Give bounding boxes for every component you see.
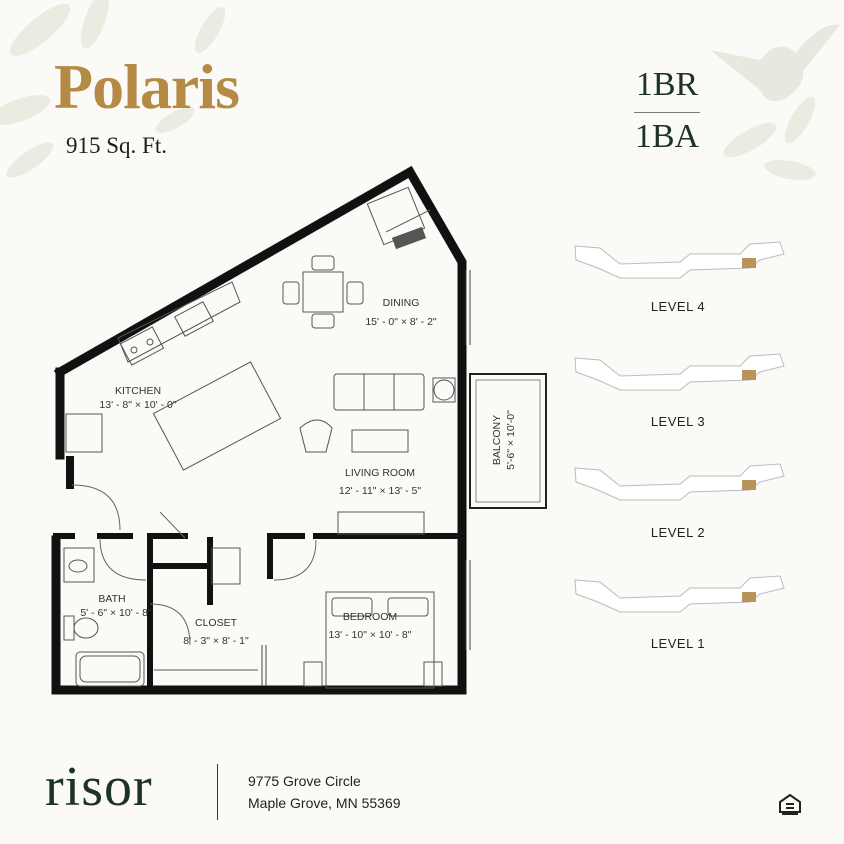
key-plan-level-3 [574, 353, 785, 391]
room-name: DINING [383, 297, 420, 309]
room-dims: 5'-6" × 10'-0" [505, 410, 517, 470]
level-label: LEVEL 2 [650, 525, 706, 540]
room-name: CLOSET [195, 617, 238, 629]
room-dims: 5' - 6" × 10' - 8" [80, 607, 152, 619]
room-name: BALCONY [491, 415, 503, 465]
bathroom-count: 1BA [634, 118, 700, 155]
brand-logo: risor [45, 756, 153, 818]
room-dims: 8' - 3" × 8' - 1" [183, 635, 249, 647]
room-dims: 13' - 8" × 10' - 0" [99, 399, 176, 411]
balcony [469, 373, 547, 509]
kitchen-island [152, 361, 282, 471]
closet-wall [147, 533, 273, 693]
room-name: BEDROOM [343, 611, 397, 623]
leaf-decoration-icon [0, 0, 816, 180]
floor-plan: DINING 15' - 0" × 8' - 2" KITCHEN 13' - … [51, 165, 547, 695]
exterior-wall [51, 165, 467, 695]
address-street: 9775 Grove Circle [248, 773, 361, 789]
plan-title: Polaris [54, 51, 240, 122]
bedroom-count: 1BR [635, 66, 699, 103]
room-name: BATH [98, 593, 125, 605]
room-dims: 13' - 10" × 10' - 8" [329, 629, 412, 641]
key-plan-level-4 [574, 241, 785, 279]
key-plan-level-1 [574, 575, 785, 613]
level-label: LEVEL 4 [650, 299, 706, 314]
level-label: LEVEL 3 [650, 414, 706, 429]
room-dims: 15' - 0" × 8' - 2" [365, 316, 437, 328]
room-name: KITCHEN [115, 385, 161, 397]
equal-housing-opportunity-icon [779, 793, 801, 815]
key-plan-level-2 [574, 463, 785, 501]
room-name: LIVING ROOM [345, 467, 415, 479]
room-dims: 12' - 11" × 13' - 5" [339, 485, 421, 497]
bed [325, 591, 435, 689]
hummingbird-decoration-icon [710, 24, 840, 102]
square-footage: 915 Sq. Ft. [66, 133, 167, 158]
level-label: LEVEL 1 [650, 636, 706, 651]
address-city: Maple Grove, MN 55369 [248, 795, 401, 811]
bed-bath-divider [634, 112, 700, 113]
footer-divider [217, 764, 218, 820]
